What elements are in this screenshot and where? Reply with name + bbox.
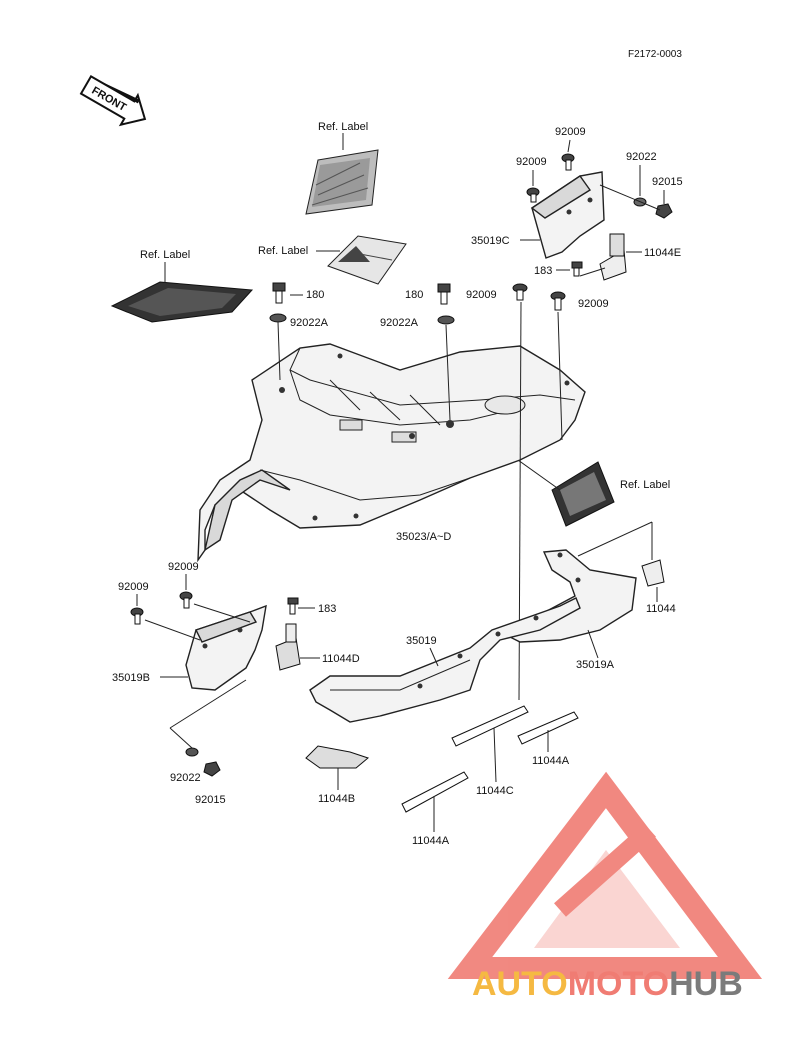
nut-icon: [655, 203, 673, 219]
bolt-icon: [272, 282, 286, 304]
part-11044D: 11044D: [322, 653, 360, 665]
rear-fender-35023: [197, 343, 586, 563]
screw-icon: [550, 291, 566, 311]
part-35019: 35019: [406, 635, 437, 647]
part-11044E: 11044E: [644, 247, 681, 259]
washer-icon: [437, 315, 455, 325]
part-35019B: 35019B: [112, 672, 150, 684]
screw-icon: [179, 591, 193, 609]
watermark-logo-icon: [447, 771, 763, 979]
part-92022A-left: 92022A: [290, 317, 329, 329]
ref-label-sticker-right: [551, 461, 615, 527]
part-92009-top2: 92009: [516, 156, 547, 168]
part-11044: 11044: [646, 603, 676, 615]
screw-icon: [512, 283, 528, 301]
part-11044A-bottom: 11044A: [412, 835, 450, 847]
part-92022A-mid: 92022A: [380, 317, 419, 329]
screw-icon: [130, 607, 144, 625]
nut-icon: [203, 761, 221, 777]
washer-icon: [269, 313, 287, 323]
ref-label-sticker-left: [110, 281, 254, 323]
part-180-mid: 180: [405, 289, 423, 301]
strip-11044A-right: [517, 711, 579, 745]
bracket-11044E: [599, 233, 627, 281]
bolt-icon: [571, 261, 583, 277]
part-11044B: 11044B: [318, 793, 355, 805]
mud-flap-35019: [309, 597, 581, 723]
strip-11044A-bottom: [401, 771, 469, 813]
part-183-top: 183: [534, 265, 552, 277]
part-35023: 35023/A~D: [396, 531, 451, 543]
bolt-icon: [287, 597, 299, 615]
ref-label-sticker-mid: [327, 235, 407, 285]
watermark-text: AUTOMOTOHUB: [472, 965, 743, 1003]
front-arrow-icon: FRONT: [79, 74, 147, 127]
screw-icon: [526, 187, 540, 203]
part-92009-mid2: 92009: [578, 298, 609, 310]
ref-label-mid: Ref. Label: [258, 245, 308, 257]
part-92009-top1: 92009: [555, 126, 586, 138]
mud-flap-35019B: [185, 604, 267, 691]
ref-label-sticker-top: [305, 149, 379, 215]
part-183-left: 183: [318, 603, 336, 615]
part-35019A: 35019A: [576, 659, 615, 671]
screw-icon: [561, 153, 575, 171]
part-92009-mid1: 92009: [466, 289, 497, 301]
part-92022-bot: 92022: [170, 772, 201, 784]
part-35019C: 35019C: [471, 235, 510, 247]
part-92015-bot: 92015: [195, 794, 226, 806]
part-180-left: 180: [306, 289, 324, 301]
bracket-11044B: [305, 745, 370, 769]
diagram-code: F2172-0003: [628, 49, 682, 60]
ref-label-right: Ref. Label: [620, 479, 670, 491]
washer-icon: [185, 747, 199, 757]
bolt-icon: [437, 283, 451, 305]
part-92022-top: 92022: [626, 151, 657, 163]
part-92009-left2: 92009: [168, 561, 199, 573]
mud-flap-35019C: [530, 171, 605, 259]
ref-label-left: Ref. Label: [140, 249, 190, 261]
part-92009-left1: 92009: [118, 581, 149, 593]
bracket-11044: [641, 559, 665, 587]
ref-label-top: Ref. Label: [318, 121, 368, 133]
strip-11044C: [451, 705, 529, 747]
part-92015-top: 92015: [652, 176, 683, 188]
part-11044C: 11044C: [476, 785, 514, 797]
part-11044A-right: 11044A: [532, 755, 570, 767]
bracket-11044D: [275, 623, 301, 671]
